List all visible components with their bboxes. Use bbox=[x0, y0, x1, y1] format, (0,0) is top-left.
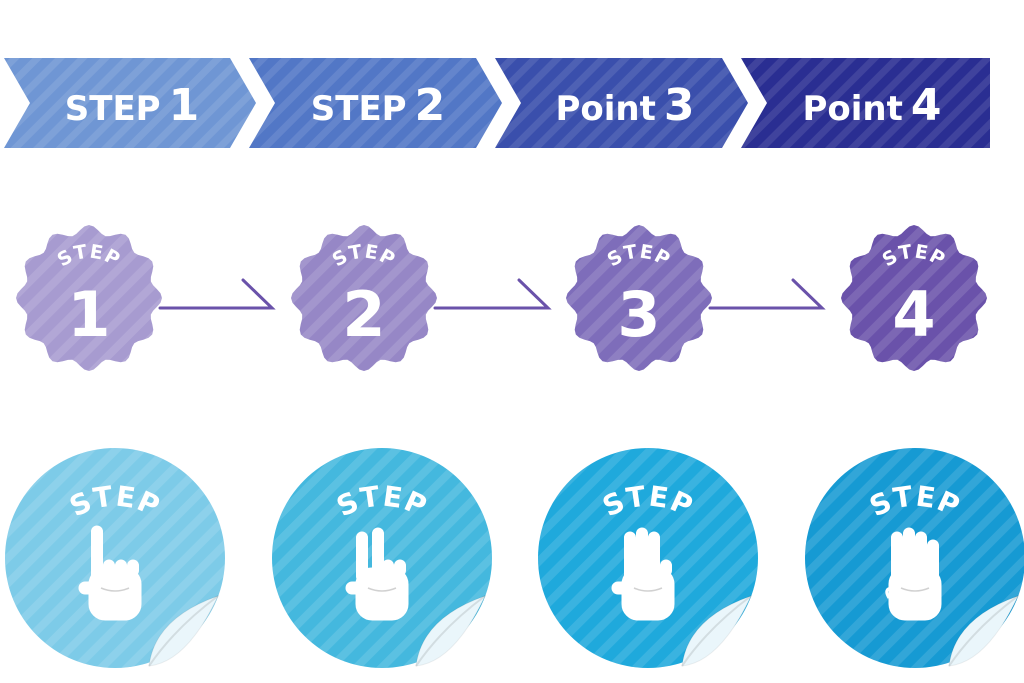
chevron-word: Point bbox=[802, 89, 902, 129]
connector-arrow bbox=[433, 278, 552, 310]
badge-stripes bbox=[291, 225, 437, 371]
badge-connectors bbox=[158, 278, 826, 310]
peace-hand-icon bbox=[345, 527, 409, 621]
chevron-number: 1 bbox=[169, 80, 200, 131]
chevron-stripes bbox=[4, 58, 256, 148]
step-sticker-1: STEP bbox=[5, 448, 225, 668]
sticker-peel-corner bbox=[415, 595, 486, 667]
badge-stripes bbox=[841, 225, 987, 371]
chevron-number: 2 bbox=[415, 80, 446, 131]
chevron-number: 3 bbox=[664, 80, 695, 131]
badge-number: 3 bbox=[617, 278, 660, 351]
step-sticker-4: STEP bbox=[805, 448, 1024, 668]
badge-number: 1 bbox=[67, 278, 110, 351]
chevron-stripes bbox=[741, 58, 990, 148]
step-sticker-3: STEP bbox=[538, 448, 758, 668]
connector-arrow bbox=[708, 278, 826, 310]
four-finger-hand-icon bbox=[885, 527, 942, 621]
three-finger-hand-icon bbox=[611, 527, 675, 621]
sticker-peel-corner bbox=[148, 595, 219, 667]
chevron-word: STEP bbox=[65, 89, 161, 129]
chevron-number: 4 bbox=[911, 80, 942, 131]
step-sticker-2: STEP bbox=[272, 448, 492, 668]
badge-number: 4 bbox=[892, 278, 935, 351]
badge-number: 2 bbox=[342, 278, 385, 351]
sticker-peel-corner bbox=[681, 595, 752, 667]
chevron-word: Point bbox=[555, 89, 655, 129]
badge-stripes bbox=[16, 225, 162, 371]
chevron-stripes bbox=[249, 58, 502, 148]
chevron-word: STEP bbox=[311, 89, 407, 129]
one-finger-hand-icon bbox=[78, 525, 142, 621]
connector-arrow bbox=[158, 278, 276, 310]
badge-stripes bbox=[566, 225, 712, 371]
chevron-stripes bbox=[495, 58, 748, 148]
sticker-stripes bbox=[5, 448, 225, 668]
sticker-peel-corner bbox=[948, 595, 1019, 667]
